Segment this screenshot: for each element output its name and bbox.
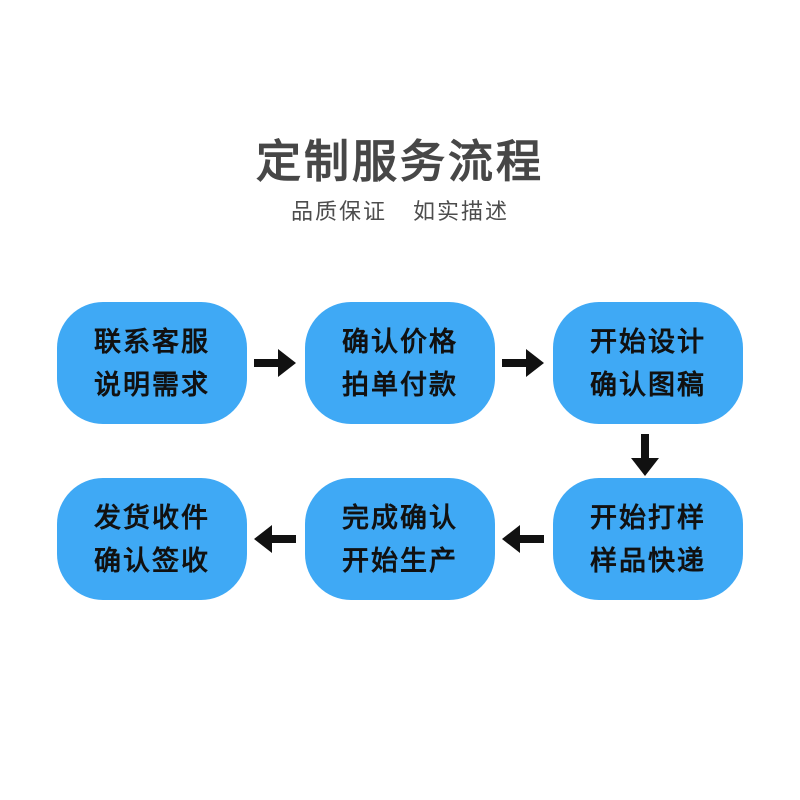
page-subtitle: 品质保证 如实描述 <box>0 199 800 225</box>
flow-step-1-contact: 联系客服 说明需求 <box>57 302 247 424</box>
step-line: 说明需求 <box>94 369 210 400</box>
step-line: 发货收件 <box>94 502 210 533</box>
step-line: 开始设计 <box>590 326 706 357</box>
step-line: 确认价格 <box>342 326 458 357</box>
subtitle-quality-label: 品质保证 <box>290 199 387 224</box>
arrow-right-icon <box>254 348 296 378</box>
page-title: 定制服务流程 <box>255 136 544 187</box>
step-line: 确认签收 <box>94 545 210 576</box>
flow-step-5-production: 完成确认 开始生产 <box>305 478 495 600</box>
arrow-down-icon <box>630 434 660 476</box>
step-line: 拍单付款 <box>342 369 458 400</box>
step-line: 完成确认 <box>342 502 458 533</box>
subtitle-description-label: 如实描述 <box>413 199 510 224</box>
arrow-left-icon <box>502 524 544 554</box>
flow-step-6-delivery: 发货收件 确认签收 <box>57 478 247 600</box>
step-line: 开始打样 <box>590 502 706 533</box>
flow-step-4-sample: 开始打样 样品快递 <box>553 478 743 600</box>
flow-step-3-design: 开始设计 确认图稿 <box>553 302 743 424</box>
arrow-right-icon <box>502 348 544 378</box>
step-line: 确认图稿 <box>590 369 706 400</box>
step-line: 联系客服 <box>94 326 210 357</box>
flow-step-2-price: 确认价格 拍单付款 <box>305 302 495 424</box>
arrow-left-icon <box>254 524 296 554</box>
step-line: 样品快递 <box>590 545 706 576</box>
step-line: 开始生产 <box>342 545 458 576</box>
